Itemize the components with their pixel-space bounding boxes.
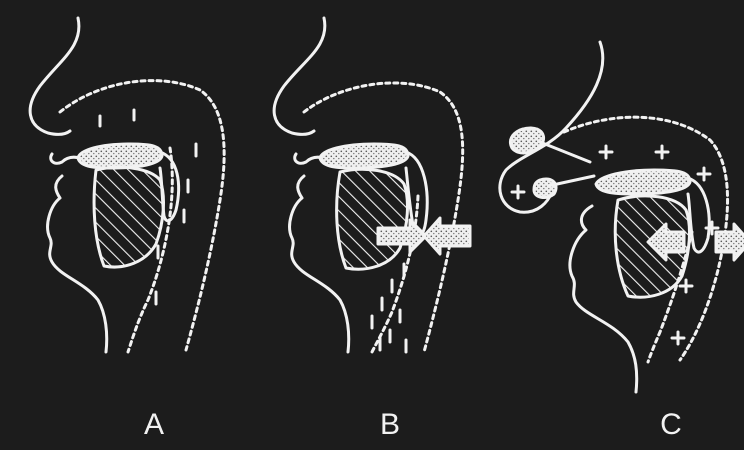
nostril: [510, 128, 543, 153]
hard-palate: [320, 144, 408, 168]
hard-palate: [78, 144, 162, 168]
panel-label-b: B: [360, 408, 420, 442]
panel-label-a: A: [124, 408, 184, 442]
tongue: [337, 169, 408, 269]
panel-label-c: C: [641, 408, 701, 442]
nostril-lower: [534, 179, 556, 198]
